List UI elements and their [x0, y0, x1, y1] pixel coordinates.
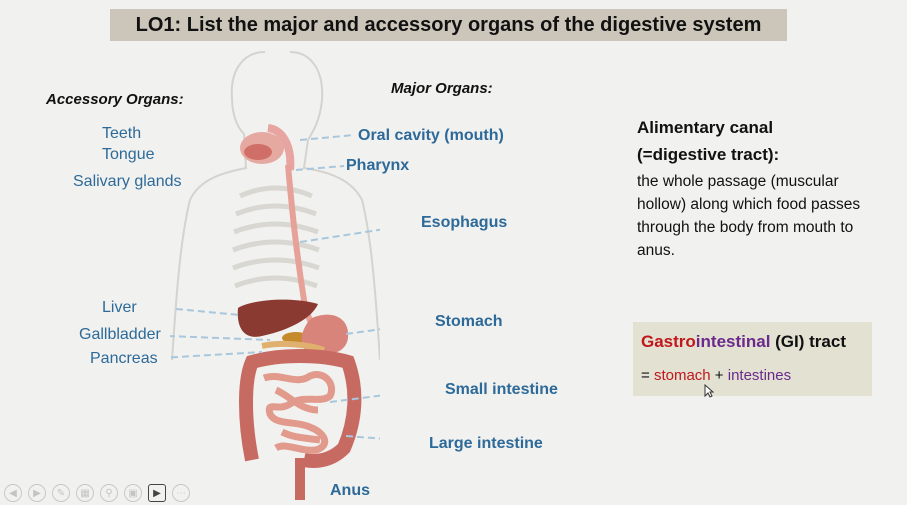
- label-stomach: Stomach: [435, 313, 503, 330]
- gi-plus: +: [710, 367, 728, 384]
- gi-eq: =: [641, 367, 654, 384]
- label-teeth: Teeth: [102, 125, 142, 142]
- gi-intestinal: intestinal: [695, 332, 771, 351]
- gi-tract-definition: = stomach + intestines: [641, 367, 791, 384]
- gi-tract-heading: Gastrointestinal (GI) tract: [641, 332, 846, 352]
- slides-icon[interactable]: ▦: [76, 484, 94, 502]
- label-tongue: Tongue: [102, 146, 155, 163]
- label-large-intestine: Large intestine: [429, 435, 543, 452]
- alimentary-canal-heading: Alimentary canal (=digestive tract):: [637, 114, 837, 168]
- major-organs-heading: Major Organs:: [391, 80, 493, 97]
- subtitles-icon[interactable]: ▣: [124, 484, 142, 502]
- zoom-icon[interactable]: ⚲: [100, 484, 118, 502]
- label-salivary-glands: Salivary glands: [73, 173, 182, 190]
- gi-tract-box: [633, 322, 872, 396]
- camera-icon[interactable]: ▶: [148, 484, 166, 502]
- label-small-intestine: Small intestine: [445, 381, 558, 398]
- label-esophagus: Esophagus: [421, 214, 508, 231]
- next-icon[interactable]: ▶: [28, 484, 46, 502]
- digestive-system-illustration: [170, 51, 380, 500]
- label-liver: Liver: [102, 299, 137, 316]
- label-anus: Anus: [330, 482, 370, 499]
- gi-gastro: Gastro: [641, 332, 696, 351]
- gi-stomach: stomach: [653, 367, 711, 384]
- more-icon[interactable]: ⋯: [172, 484, 190, 502]
- accessory-organs-heading: Accessory Organs:: [46, 91, 184, 108]
- gi-rest: (GI) tract: [770, 332, 846, 351]
- gi-intestines: intestines: [727, 367, 792, 384]
- presentation-controls: ◀ ▶ ✎ ▦ ⚲ ▣ ▶ ⋯: [4, 484, 190, 502]
- alimentary-heading-line2: (=digestive tract):: [637, 145, 780, 164]
- alimentary-heading-line1: Alimentary canal: [637, 118, 774, 137]
- label-pharynx: Pharynx: [346, 157, 410, 174]
- label-oral-cavity: Oral cavity (mouth): [358, 127, 504, 144]
- mouse-cursor-icon: [704, 384, 714, 398]
- prev-icon[interactable]: ◀: [4, 484, 22, 502]
- label-gallbladder: Gallbladder: [79, 326, 161, 343]
- pen-icon[interactable]: ✎: [52, 484, 70, 502]
- slide-title: LO1: List the major and accessory organs…: [110, 9, 787, 41]
- label-pancreas: Pancreas: [90, 350, 158, 367]
- alimentary-canal-description: the whole passage (muscular hollow) alon…: [637, 173, 861, 259]
